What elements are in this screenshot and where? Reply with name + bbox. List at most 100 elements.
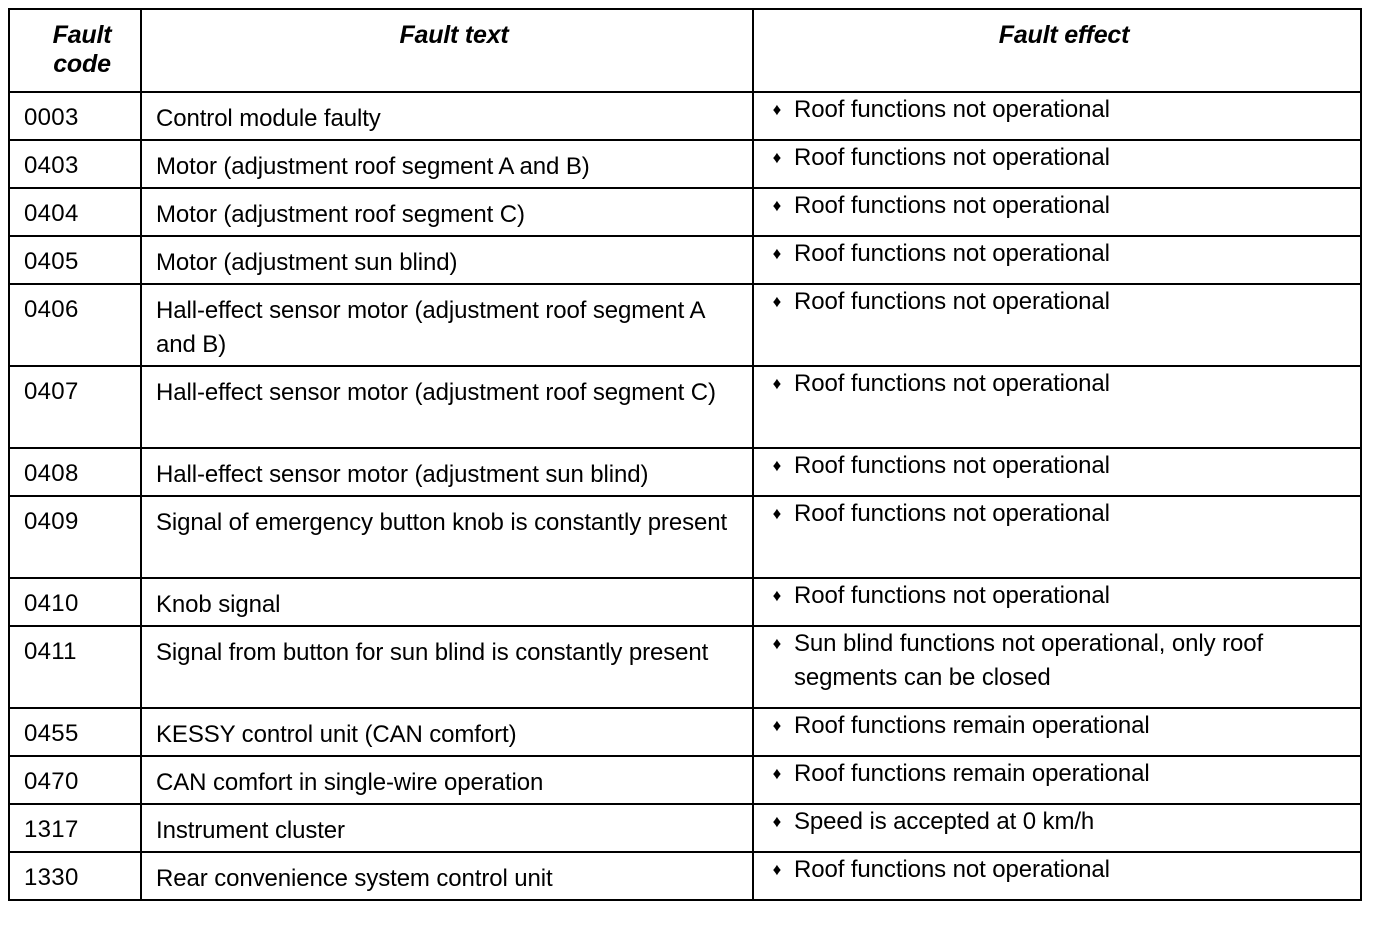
cell-fault-code: 0408 [8,447,142,497]
cell-fault-effect: ♦Roof functions not operational [752,577,1362,627]
fault-code-value: 0403 [24,152,79,179]
diamond-bullet-icon: ♦ [772,100,782,119]
cell-fault-code: 0407 [8,365,142,449]
cell-fault-effect: ♦ Roof functions not operational [752,447,1362,497]
fault-effect-bullet-item: ♦Roof functions not operational [754,141,1360,175]
cell-fault-text: Knob signal [140,577,754,627]
cell-fault-effect: ♦ Roof functions not operational [752,283,1362,367]
fault-effect-bullet-item: ♦ Roof functions not operational [754,93,1360,127]
diamond-bullet-icon: ♦ [772,634,782,653]
table-header-row: Fault code Fault text Fault effect [8,8,1362,93]
fault-text-value: Motor (adjustment roof segment A and B) [156,153,590,180]
fault-effect-value: Roof functions not operational [794,288,1110,315]
fault-text-value: KESSY control unit (CAN comfort) [156,721,517,748]
cell-fault-effect: ♦ Sun blind functions not operational, on… [752,625,1362,709]
fault-code-value: 0406 [24,296,79,323]
cell-fault-code: 0455 [8,707,142,757]
cell-fault-code: 1317 [8,803,142,853]
fault-text-value: Signal from button for sun blind is cons… [156,639,709,666]
diamond-bullet-icon: ♦ [772,292,782,311]
fault-effect-bullet-item: ♦ Roof functions not operational [754,237,1360,271]
cell-fault-effect: ♦Roof functions not operational [752,139,1362,189]
fault-effect-bullet-item: ♦ Speed is accepted at 0 km/h [754,805,1360,839]
cell-fault-text: Motor (adjustment sun blind) [140,235,754,285]
fault-effect-bullet-item: ♦ Sun blind functions not operational, on… [754,627,1360,695]
table-row: 1317 Instrument cluster ♦ Speed is accepted… [8,803,1362,853]
fault-text-value: Hall-effect sensor motor (adjustment roo… [156,297,705,358]
diamond-bullet-icon: ♦ [772,716,782,735]
cell-fault-effect: ♦Roof functions not operational [752,851,1362,901]
fault-effect-bullet-item: ♦Roof functions remain operational [754,757,1360,791]
diamond-bullet-icon: ♦ [772,148,782,167]
fault-effect-value: Roof functions not operational [794,500,1110,527]
table-row: 0455 KESSY control unit (CAN comfort) ♦ Roo… [8,707,1362,757]
cell-fault-effect: ♦ Roof functions not operational [752,187,1362,237]
cell-fault-code: 0405 [8,235,142,285]
cell-fault-text: Hall-effect sensor motor (adjustment sun… [140,447,754,497]
cell-fault-code: 0470 [8,755,142,805]
diamond-bullet-icon: ♦ [772,196,782,215]
fault-effect-value: Sun blind functions not operational, onl… [794,630,1264,691]
diamond-bullet-icon: ♦ [772,244,782,263]
diamond-bullet-icon: ♦ [772,504,782,523]
cell-fault-code: 1330 [8,851,142,901]
cell-fault-text: KESSY control unit (CAN comfort) [140,707,754,757]
fault-code-value: 1330 [24,864,79,891]
fault-effect-bullet-item: ♦Roof functions not operational [754,579,1360,613]
fault-code-value: 0407 [24,378,79,405]
diamond-bullet-icon: ♦ [772,374,782,393]
fault-effect-bullet-item: ♦ Roof functions not operational [754,367,1360,401]
fault-text-value: Instrument cluster [156,817,345,844]
cell-fault-effect: ♦ Speed is accepted at 0 km/h [752,803,1362,853]
fault-text-value: Motor (adjustment sun blind) [156,249,458,276]
fault-text-value: Rear convenience system control unit [156,865,553,892]
diamond-bullet-icon: ♦ [772,456,782,475]
fault-effect-bullet-item: ♦ Roof functions not operational [754,285,1360,319]
fault-effect-bullet-item: ♦ Roof functions not operational [754,449,1360,483]
cell-fault-effect: ♦ Roof functions not operational [752,365,1362,449]
fault-text-value: Hall-effect sensor motor (adjustment roo… [156,379,716,406]
fault-code-value: 0003 [24,104,79,131]
fault-effect-value: Roof functions not operational [794,856,1110,883]
fault-effect-value: Speed is accepted at 0 km/h [794,808,1095,835]
fault-code-value: 1317 [24,816,79,843]
fault-effect-bullet-item: ♦ Roof functions not operational [754,497,1360,531]
diamond-bullet-icon: ♦ [772,764,782,783]
column-header-fault-text: Fault text [140,8,754,93]
fault-text-value: Signal of emergency button knob is const… [156,509,728,536]
cell-fault-code: 0003 [8,91,142,141]
cell-fault-code: 0403 [8,139,142,189]
diamond-bullet-icon: ♦ [772,812,782,831]
cell-fault-effect: ♦ Roof functions not operational [752,91,1362,141]
cell-fault-text: CAN comfort in single-wire operation [140,755,754,805]
table-row: 0403 Motor (adjustment roof segment A and… [8,139,1362,189]
fault-effect-value: Roof functions not operational [794,370,1110,397]
cell-fault-text: Motor (adjustment roof segment A and B) [140,139,754,189]
cell-fault-effect: ♦ Roof functions remain operational [752,707,1362,757]
cell-fault-code: 0410 [8,577,142,627]
cell-fault-effect: ♦ Roof functions not operational [752,495,1362,579]
fault-effect-value: Roof functions not operational [794,240,1110,267]
table-row: 0407 Hall-effect sensor motor (adjustment… [8,365,1362,449]
fault-effect-value: Roof functions remain operational [794,712,1150,739]
fault-code-value: 0405 [24,248,79,275]
fault-effect-bullet-item: ♦ Roof functions not operational [754,189,1360,223]
fault-effect-value: Roof functions not operational [794,452,1110,479]
table-row: 0409 Signal of emergency button knob is c… [8,495,1362,579]
table-header: Fault code Fault text Fault effect [8,8,1362,93]
column-header-fault-text-label: Fault text [399,21,509,49]
fault-effect-value: Roof functions not operational [794,192,1110,219]
cell-fault-code: 0406 [8,283,142,367]
fault-effect-bullet-item: ♦Roof functions not operational [754,853,1360,887]
fault-text-value: CAN comfort in single-wire operation [156,769,544,796]
fault-code-value: 0409 [24,508,79,535]
fault-effect-value: Roof functions not operational [794,96,1110,123]
fault-code-value: 0470 [24,768,79,795]
fault-text-value: Knob signal [156,591,281,618]
fault-effect-bullet-item: ♦ Roof functions remain operational [754,709,1360,743]
